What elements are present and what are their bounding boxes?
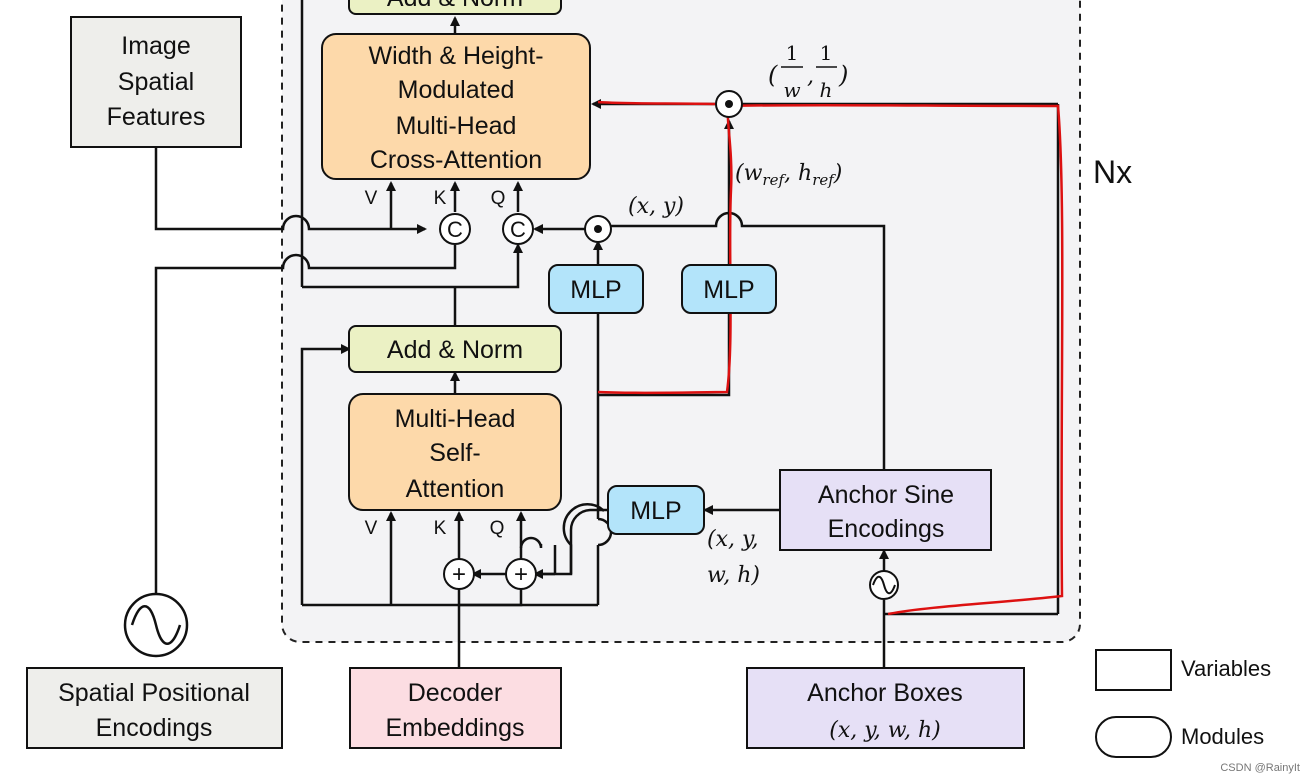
spatial-positional-line-2: Encodings <box>96 714 213 742</box>
dot-product-op-2 <box>715 90 743 118</box>
cross-attention-line-3: Multi-Head <box>396 112 517 140</box>
label-q-cross: Q <box>491 188 506 209</box>
self-attention-line-2: Self- <box>429 439 480 467</box>
sine-module-small <box>869 570 899 600</box>
dot-product-op-1 <box>584 215 612 243</box>
concat-op-2-symbol: C <box>510 217 526 242</box>
concat-op-2: C <box>502 213 534 245</box>
image-spatial-features-box: Image Spatial Features <box>70 16 242 148</box>
cross-attention-line-2: Modulated <box>398 76 515 104</box>
add-op-2-symbol: + <box>514 561 528 588</box>
legend: Variables Modules <box>1095 649 1271 758</box>
cross-attention-line-1: Width & Height- <box>368 42 543 70</box>
legend-variables-label: Variables <box>1181 656 1271 681</box>
sine-module-large <box>123 592 189 658</box>
svg-text:,: , <box>807 64 814 89</box>
label-xywh-line-2: w, h) <box>707 563 760 588</box>
label-v-cross: V <box>365 188 378 209</box>
mlp-bottom-box: MLP <box>607 485 705 535</box>
decoder-embeddings-line-2: Embeddings <box>386 714 525 742</box>
red-annotation-tail <box>597 100 717 106</box>
image-spatial-features-line-1: Image <box>121 32 190 60</box>
add-norm-label: Add & Norm <box>387 336 523 364</box>
mlp-left-label: MLP <box>570 276 621 304</box>
svg-text:1: 1 <box>820 41 833 65</box>
anchor-sine-box: Anchor Sine Encodings <box>779 469 992 551</box>
self-attention-line-1: Multi-Head <box>395 405 516 433</box>
label-wh-ref: (wref, href) <box>735 161 842 189</box>
label-xy: (x, y) <box>628 194 684 219</box>
concat-op-1: C <box>439 213 471 245</box>
red-annotation-path <box>597 103 1064 616</box>
label-xywh-line-1: (x, y, <box>707 527 758 552</box>
add-op-1-symbol: + <box>452 561 466 588</box>
svg-text:w: w <box>783 78 800 102</box>
cross-attention-box: Width & Height- Modulated Multi-Head Cro… <box>321 33 591 180</box>
svg-text:(: ( <box>768 61 778 89</box>
mlp-bottom-label: MLP <box>630 497 681 525</box>
spatial-positional-line-1: Spatial Positional <box>58 679 250 707</box>
svg-text:1: 1 <box>786 41 799 65</box>
cross-attention-line-4: Cross-Attention <box>370 146 542 174</box>
add-norm-box: Add & Norm <box>348 325 562 373</box>
legend-variables-swatch <box>1095 649 1172 691</box>
spatial-positional-box: Spatial Positional Encodings <box>26 667 283 749</box>
anchor-sine-line-1: Anchor Sine <box>818 481 954 509</box>
anchor-sine-line-2: Encodings <box>828 515 945 543</box>
label-k-self: K <box>434 518 447 539</box>
legend-modules-swatch <box>1095 716 1172 758</box>
anchor-boxes-box: Anchor Boxes (x, y, w, h) <box>746 667 1025 749</box>
self-attention-line-3: Attention <box>406 475 505 503</box>
decoder-embeddings-box: Decoder Embeddings <box>349 667 562 749</box>
label-inverse-wh: ( 1 w , 1 h ) <box>768 41 848 102</box>
add-op-2: + <box>505 558 537 590</box>
mlp-right-label: MLP <box>703 276 754 304</box>
image-spatial-features-line-2: Spatial <box>118 68 194 96</box>
add-op-1: + <box>443 558 475 590</box>
svg-text:h: h <box>820 78 833 102</box>
label-v-self: V <box>365 518 378 539</box>
decoder-embeddings-line-1: Decoder <box>408 679 503 707</box>
label-q-self: Q <box>490 518 505 539</box>
watermark: CSDN @RainyIt <box>1220 762 1300 774</box>
svg-text:): ) <box>838 61 848 89</box>
top-add-norm-label: Add & Norm <box>387 0 523 12</box>
image-spatial-features-line-3: Features <box>107 103 206 131</box>
legend-modules-label: Modules <box>1181 724 1264 749</box>
mlp-left-box: MLP <box>548 264 644 314</box>
anchor-boxes-line-2: (x, y, w, h) <box>829 718 940 743</box>
anchor-boxes-line-1: Anchor Boxes <box>807 679 963 707</box>
label-nx: Nx <box>1093 154 1132 190</box>
label-k-cross: K <box>434 188 447 209</box>
top-add-norm-box: Add & Norm <box>348 0 562 15</box>
mlp-right-box: MLP <box>681 264 777 314</box>
self-attention-box: Multi-Head Self- Attention <box>348 393 562 511</box>
concat-op-1-symbol: C <box>447 217 463 242</box>
